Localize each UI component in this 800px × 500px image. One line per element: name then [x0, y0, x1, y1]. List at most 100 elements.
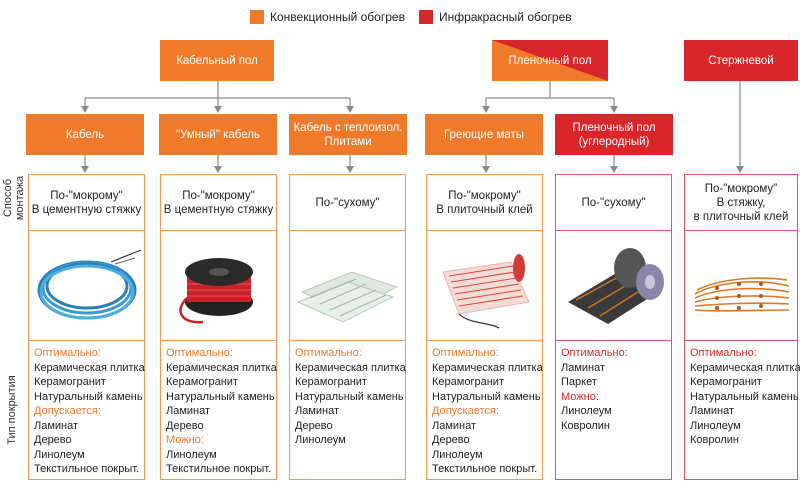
- node-heating-mats: Греющие маты: [425, 114, 543, 155]
- mount-line: По-"мокрому": [50, 189, 123, 202]
- legend-item-convection: Конвекционный обогрев: [250, 10, 405, 24]
- list-item: Текстильное покрыт.: [34, 463, 140, 475]
- heating-mat-image: [442, 254, 530, 329]
- node-label-line: Плитами: [324, 135, 372, 148]
- cover-list: Оптимально: Керамическая плитка Керамогр…: [685, 340, 800, 479]
- list-item: Линолеум: [166, 448, 217, 461]
- mount-line: В плиточный клей: [436, 203, 533, 216]
- column-cable: По-"мокрому" В цементную стяжку Оптималь…: [28, 174, 145, 480]
- node-label-line: Кабель с теплоизол.: [293, 121, 403, 134]
- list-item: Линолеум: [690, 419, 741, 432]
- red-cable-spool-image: [179, 258, 253, 324]
- list-item: Ламинат: [166, 405, 211, 417]
- list-item: Натуральный камень: [432, 390, 541, 403]
- legend-label: Инфракрасный обогрев: [438, 10, 572, 24]
- mount-method: По-"мокрому" В стяжку, в плиточный клей: [685, 175, 797, 231]
- mount-line: По-"сухому": [315, 196, 380, 209]
- mount-method: По-"сухому": [290, 175, 405, 231]
- column-smart-cable: По-"мокрому" В цементную стяжку Оптималь…: [160, 174, 277, 480]
- list-item: Паркет: [561, 376, 597, 388]
- list-item: Ковролин: [690, 434, 740, 446]
- list-head: Оптимально:: [432, 347, 499, 359]
- column-heating-mats: По-"мокрому" В плиточный клей Оптимально…: [426, 174, 543, 480]
- node-label: Кабель: [65, 128, 105, 141]
- list-item: Ламинат: [34, 419, 79, 432]
- list-item: Керамическая плитка: [34, 361, 145, 374]
- cover-list: Оптимально: Керамическая плитка Керамогр…: [290, 340, 406, 479]
- mount-method: По-"мокрому" В цементную стяжку: [161, 175, 276, 231]
- list-item: Керамическая плитка: [166, 361, 277, 374]
- list-item: Керамогранит: [295, 376, 367, 388]
- node-label: Греющие маты: [443, 128, 525, 141]
- list-item: Натуральный камень: [295, 390, 404, 403]
- side-label-line: Тип покрытия: [6, 375, 18, 445]
- list-head: Можно:: [166, 434, 204, 446]
- list-head: Оптимально:: [295, 347, 362, 359]
- list-item: Дерево: [295, 419, 333, 432]
- list-item: Керамическая плитка: [432, 361, 543, 374]
- node-carbon-film: Пленочный пол (углеродный): [555, 114, 673, 155]
- list-item: Линолеум: [34, 448, 85, 461]
- blue-cable-coil-image: [37, 249, 142, 320]
- node-cable-plates: Кабель с теплоизол. Плитами: [289, 114, 407, 155]
- legend-swatch-orange: [250, 10, 264, 24]
- list-item: Ламинат: [295, 405, 340, 417]
- list-item: Ламинат: [561, 361, 606, 374]
- column-carbon-film: По-"сухому" Оптимально: Ламинат Паркет М…: [555, 174, 672, 480]
- mount-line: В стяжку,: [716, 196, 766, 209]
- list-item: Текстильное покрыт.: [432, 463, 538, 475]
- legend-label: Конвекционный обогрев: [270, 10, 405, 24]
- list-head: Оптимально:: [561, 347, 628, 359]
- list-item: Керамическая плитка: [295, 361, 406, 374]
- list-item: Ламинат: [432, 419, 477, 432]
- cover-list: Оптимально: Керамическая плитка Керамогр…: [161, 340, 277, 479]
- mount-method: По-"мокрому" В цементную стяжку: [29, 175, 144, 231]
- side-label-line: Способ: [2, 178, 14, 218]
- legend-swatch-red: [418, 10, 433, 24]
- list-head: Можно:: [561, 390, 599, 403]
- list-item: Дерево: [34, 434, 72, 446]
- legend-item-infrared: Инфракрасный обогрев: [418, 10, 572, 24]
- list-item: Керамогранит: [690, 376, 762, 388]
- node-rod: Стержневой: [684, 40, 798, 81]
- list-item: Натуральный камень: [166, 390, 275, 403]
- side-label-mount: Способ монтажа: [2, 170, 26, 226]
- list-item: Ковролин: [561, 419, 611, 432]
- list-item: Линолеум: [561, 405, 612, 417]
- list-item: Натуральный камень: [690, 390, 799, 403]
- insulation-plates-image: [296, 271, 399, 323]
- side-label-cover: Тип покрытия: [6, 370, 18, 450]
- carbon-film-rolls-image: [568, 248, 664, 324]
- column-rod: По-"мокрому" В стяжку, в плиточный клей …: [684, 174, 800, 480]
- mount-method: По-"мокрому" В плиточный клей: [427, 175, 542, 231]
- list-item: Линолеум: [432, 448, 483, 461]
- list-head: Оптимально:: [690, 347, 757, 359]
- mount-method: По-"сухому": [556, 175, 671, 231]
- node-label: "Умный" кабель: [176, 128, 260, 141]
- node-film-floor: Пленочный пол: [492, 40, 608, 81]
- mount-line: По-"сухому": [581, 196, 646, 209]
- list-head: Допускается:: [432, 405, 499, 417]
- cover-list: Оптимально: Ламинат Паркет Можно: Линоле…: [556, 340, 671, 479]
- list-head: Оптимально:: [34, 347, 101, 359]
- mount-line: В цементную стяжку: [31, 203, 142, 216]
- rod-heater-bundle-image: [694, 277, 790, 312]
- node-label: Пленочный пол: [508, 54, 592, 67]
- list-head: Оптимально:: [166, 347, 233, 359]
- cover-list: Оптимально: Керамическая плитка Керамогр…: [427, 340, 543, 479]
- list-item: Керамическая плитка: [690, 361, 800, 374]
- list-item: Ламинат: [690, 405, 735, 417]
- node-smart-cable: "Умный" кабель: [159, 114, 277, 155]
- list-item: Керамогранит: [432, 376, 504, 388]
- list-item: Дерево: [432, 434, 470, 446]
- mount-line: В цементную стяжку: [163, 203, 274, 216]
- list-item: Линолеум: [295, 434, 346, 446]
- list-item: Текстильное покрыт.: [166, 463, 272, 475]
- list-item: Дерево: [166, 419, 204, 432]
- list-item: Керамогранит: [34, 376, 106, 388]
- mount-line: По-"мокрому": [704, 182, 778, 195]
- legend: Конвекционный обогрев Инфракрасный обогр…: [250, 6, 586, 28]
- mount-line: По-"мокрому": [448, 189, 521, 202]
- node-label: Кабельный пол: [176, 54, 258, 67]
